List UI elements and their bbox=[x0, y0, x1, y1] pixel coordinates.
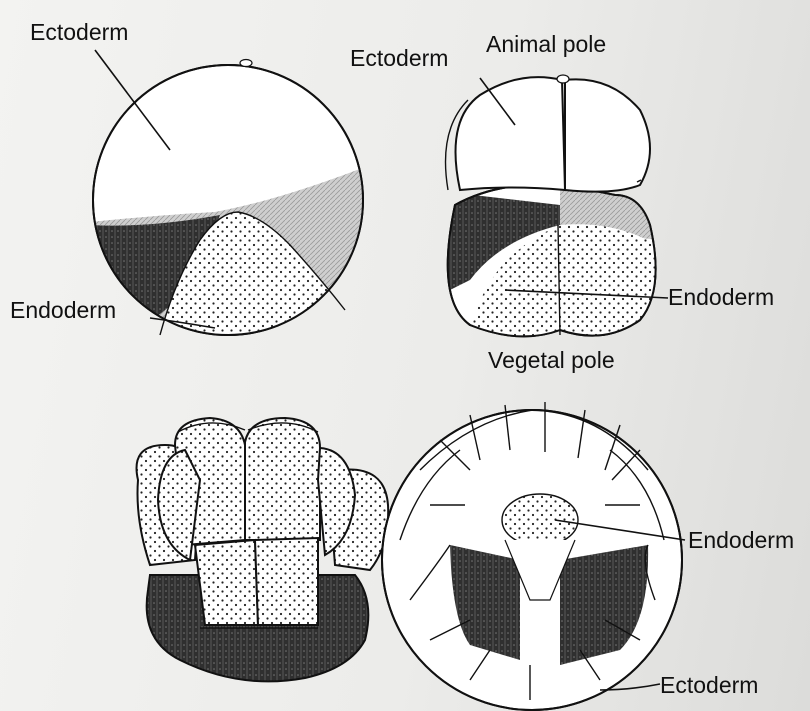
label-ectoderm-1: Ectoderm bbox=[30, 19, 128, 45]
embryo-stage-2 bbox=[430, 75, 665, 360]
label-endoderm-1: Endoderm bbox=[10, 297, 116, 323]
embryo-stage-1 bbox=[90, 60, 370, 401]
label-ectoderm-3: Ectoderm bbox=[660, 672, 758, 698]
embryo-stage-4 bbox=[382, 402, 682, 710]
label-animal-pole: Animal pole bbox=[486, 31, 606, 57]
label-vegetal-pole: Vegetal pole bbox=[488, 347, 615, 373]
embryo-stage-3 bbox=[137, 418, 389, 681]
label-ectoderm-2: Ectoderm bbox=[350, 45, 448, 71]
label-endoderm-3: Endoderm bbox=[688, 527, 794, 553]
label-endoderm-2: Endoderm bbox=[668, 284, 774, 310]
